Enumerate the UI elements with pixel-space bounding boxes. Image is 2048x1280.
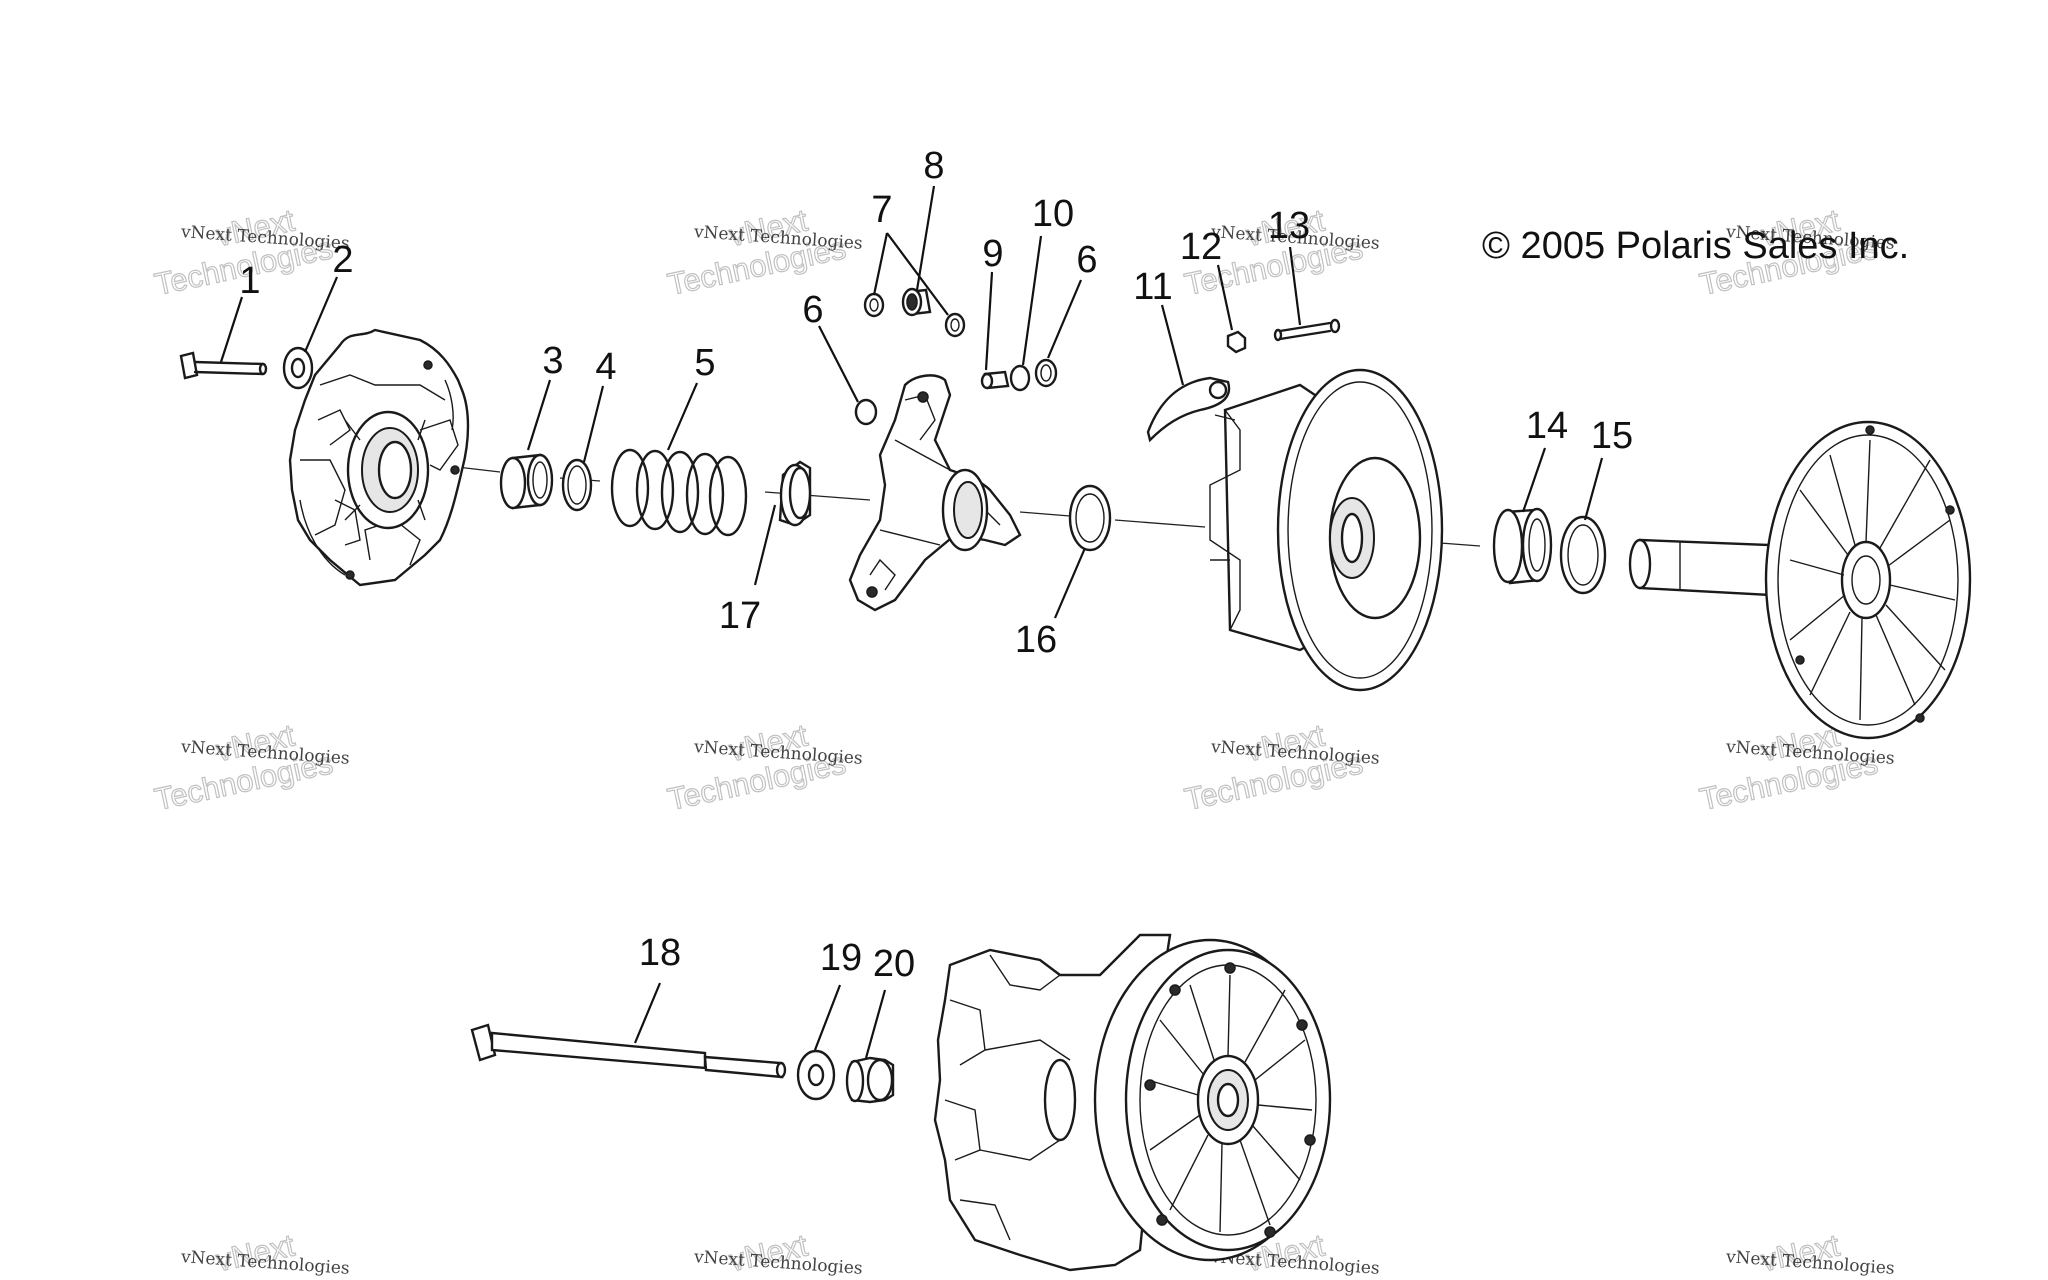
part-14-bushing: [1492, 507, 1553, 585]
part-8-roller: [901, 287, 932, 317]
part-2-washer: [282, 346, 314, 390]
callout-9: 9: [982, 233, 1003, 275]
fixed-sheave: [1628, 420, 1972, 740]
part-3-bushing: [499, 453, 554, 510]
callout-2: 2: [332, 239, 353, 281]
callout-labels: 1 2 3 4 5 6 7 8 9 10 6 11 12 13 14 15 16…: [239, 145, 1633, 985]
copyright-notice: © 2005 Polaris Sales Inc.: [1482, 225, 1909, 267]
leader-lines: [219, 185, 1604, 1059]
callout-20: 20: [873, 943, 915, 985]
part-16-ring: [1068, 484, 1112, 552]
callout-18: 18: [639, 932, 681, 974]
callout-3: 3: [542, 340, 563, 382]
part-5-spring: [610, 448, 748, 537]
callout-14: 14: [1526, 405, 1568, 447]
watermark: vNext Technologies vNext Technologies: [1181, 717, 1380, 818]
part-1-bolt: [179, 351, 268, 380]
callout-12: 12: [1180, 226, 1222, 268]
moveable-sheave: [1209, 368, 1444, 692]
watermark: vNext vNext Technologies: [692, 1227, 863, 1279]
callout-7: 7: [871, 189, 892, 231]
part-11-weight: [1146, 376, 1231, 443]
callout-19: 19: [820, 937, 862, 979]
watermark: vNext vNext Technologies: [1724, 1227, 1895, 1279]
callout-1: 1: [239, 260, 260, 302]
callout-10: 10: [1032, 193, 1074, 235]
callout-15: 15: [1591, 415, 1633, 457]
callout-11: 11: [1133, 266, 1172, 308]
watermark: vNext Technologies vNext Technologies: [151, 717, 350, 818]
callout-5: 5: [694, 342, 715, 384]
part-17-bushing: [778, 460, 812, 527]
watermark: vNext vNext Technologies: [179, 1227, 350, 1279]
watermark: vNext Technologies vNext Technologies: [664, 717, 863, 818]
part-15-ring: [1559, 515, 1607, 595]
watermark: vNext Technologies vNext Technologies: [151, 202, 350, 303]
callout-16: 16: [1015, 619, 1057, 661]
part-10-washer: [1009, 364, 1031, 392]
part-7-washer: [944, 312, 966, 338]
part-7-washer: [863, 292, 885, 318]
part-19-washer: [796, 1049, 836, 1101]
part-18-bolt: [470, 1023, 787, 1079]
callout-13: 13: [1268, 205, 1310, 247]
part-9-pin: [980, 370, 1010, 390]
part-20-spacer: [845, 1056, 895, 1104]
part-4-ring: [561, 458, 593, 512]
callout-17: 17: [719, 595, 761, 637]
assembled-clutch: [933, 933, 1332, 1272]
part-12-nut: [1226, 330, 1247, 354]
watermark: vNext Technologies vNext Technologies: [664, 202, 863, 303]
callout-4: 4: [595, 346, 616, 388]
spider-assembly: [848, 374, 1022, 612]
part-6-washer: [854, 398, 878, 426]
part-13-pin: [1273, 318, 1341, 342]
part-6-washer: [1034, 358, 1058, 388]
callout-8: 8: [923, 145, 944, 187]
spider-cover: [288, 328, 470, 587]
callout-6-left: 6: [802, 289, 823, 331]
callout-6-right: 6: [1076, 239, 1097, 281]
